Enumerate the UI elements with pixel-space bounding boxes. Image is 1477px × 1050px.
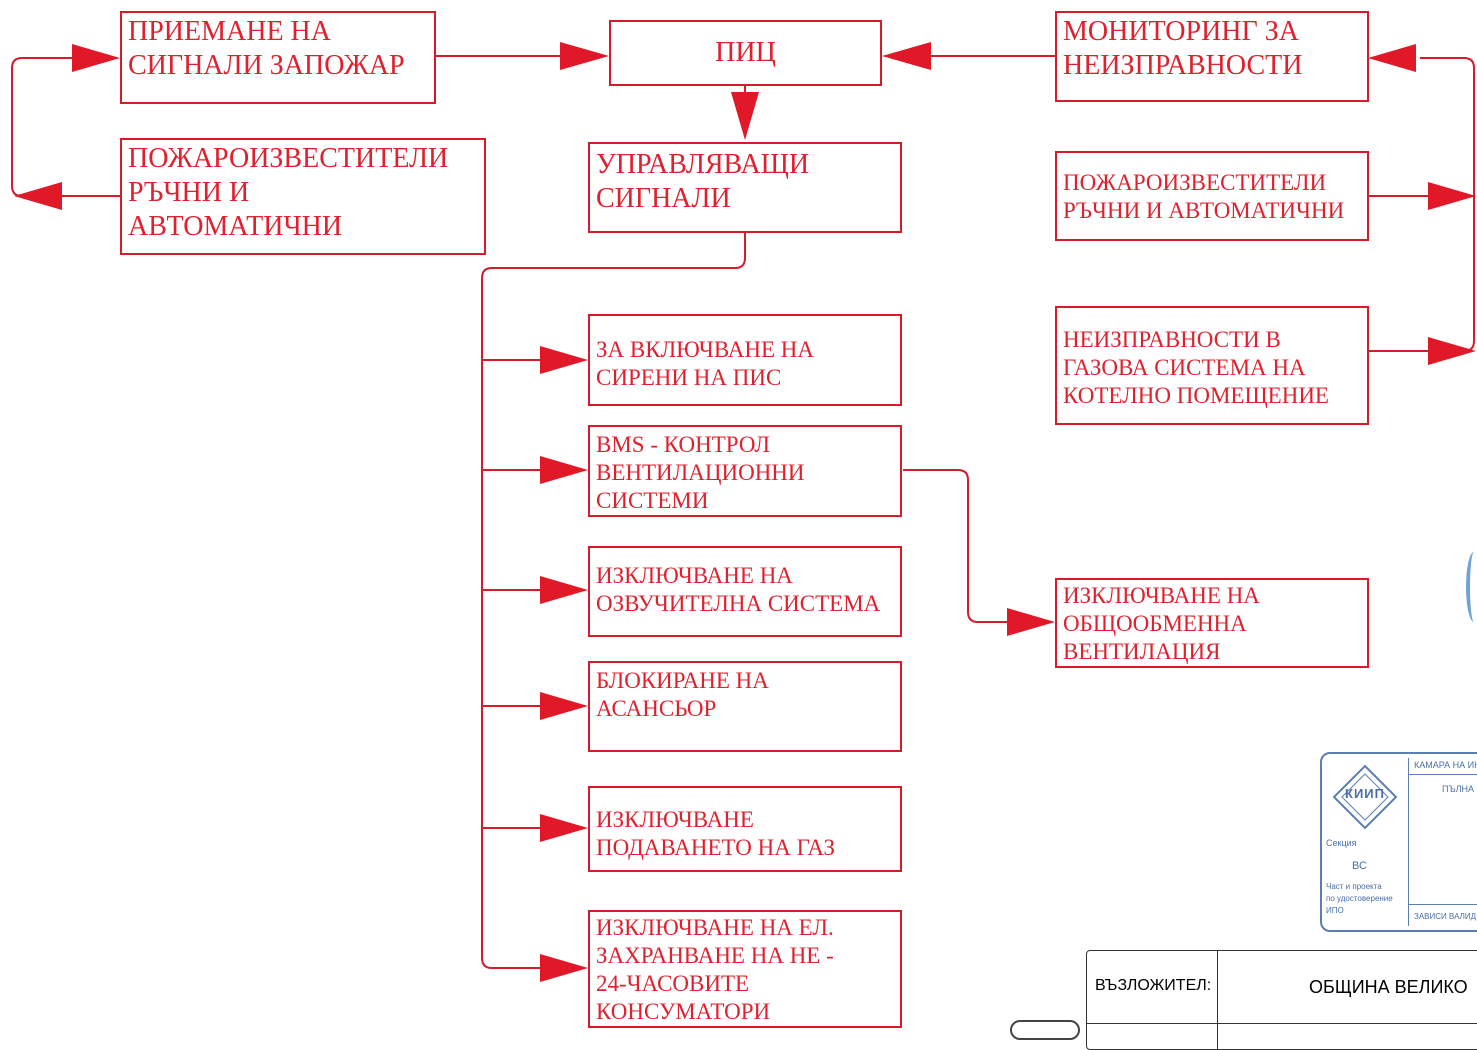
stamp-oval	[1010, 1020, 1080, 1040]
stamp-logo-text: КИИП	[1345, 786, 1385, 801]
title-block-divider	[1087, 1023, 1477, 1024]
detectors-left-box: ПОЖАРОИЗВЕСТИТЕЛИ РЪЧНИ И АВТОМАТИЧНИ	[120, 138, 486, 255]
client-label: ВЪЗЛОЖИТЕЛ:	[1095, 977, 1212, 994]
box-line: КОТЕЛНО ПОМЕЩЕНИЕ	[1063, 383, 1329, 408]
stamp-divider	[1408, 758, 1409, 926]
box-line: АСАНСЬОР	[596, 696, 717, 721]
box-line: РЪЧНИ И АВТОМАТИЧНИ	[1063, 198, 1345, 223]
client-value: ОБЩИНА ВЕЛИКО	[1309, 977, 1468, 997]
audio-system-off-box: ИЗКЛЮЧВАНЕ НА ОЗВУЧИТЕЛНА СИСТЕМА	[588, 546, 902, 637]
box-line: РЪЧНИ И	[128, 177, 250, 208]
fault-monitoring-box: МОНИТОРИНГ ЗА НЕИЗПРАВНОСТИ	[1055, 11, 1369, 102]
title-block-divider	[1217, 951, 1218, 1049]
box-line: ИЗКЛЮЧВАНЕ НА	[596, 563, 793, 588]
box-line: ОБЩООБМЕННА	[1063, 611, 1247, 636]
stamp-part-label: по удостоверение	[1326, 894, 1393, 903]
box-line: ГАЗОВА СИСТЕМА НА	[1063, 355, 1306, 380]
box-line: СИГНАЛИ	[596, 183, 731, 214]
box-line: НЕИЗПРАВНОСТИ В	[1063, 327, 1281, 352]
box-line: УПРАВЛЯВАЩИ	[596, 149, 810, 180]
box-line: АВТОМАТИЧНИ	[128, 211, 343, 242]
box-line: ИЗКЛЮЧВАНЕ	[596, 807, 754, 832]
stamp-subheader: ПЪЛНА	[1442, 784, 1475, 794]
title-block: ВЪЗЛОЖИТЕЛ: ОБЩИНА ВЕЛИКО	[1086, 950, 1477, 1050]
box-line: ПИЦ	[715, 37, 776, 68]
detectors-right-box: ПОЖАРОИЗВЕСТИТЕЛИ РЪЧНИ И АВТОМАТИЧНИ	[1055, 151, 1369, 241]
box-line: СИРЕНИ НА ПИС	[596, 365, 782, 390]
box-line: ПОЖАРОИЗВЕСТИТЕЛИ	[1063, 170, 1327, 195]
box-line: СИГНАЛИ ЗАПОЖАР	[128, 50, 405, 81]
box-line: ВЕНТИЛАЦИОННИ	[596, 460, 805, 485]
sirens-box: ЗА ВКЛЮЧВАНЕ НА СИРЕНИ НА ПИС	[588, 314, 902, 406]
box-line: ИЗКЛЮЧВАНЕ НА ЕЛ.	[596, 915, 834, 940]
box-line: НЕИЗПРАВНОСТИ	[1063, 50, 1303, 81]
engineer-stamp: КИИП КАМАРА НА ИНЖ ПЪЛНА Секция ВС Част …	[1320, 752, 1477, 932]
box-line: КОНСУМАТОРИ	[596, 999, 771, 1024]
bms-control-box: BMS - КОНТРОЛ ВЕНТИЛАЦИОННИ СИСТЕМИ	[588, 425, 902, 517]
box-line: СИСТЕМИ	[596, 488, 709, 513]
stamp-section-label: Секция	[1326, 838, 1357, 848]
stamp-divider	[1408, 904, 1477, 905]
box-line: 24-ЧАСОВИТЕ	[596, 971, 750, 996]
box-line: ИЗКЛЮЧВАНЕ НА	[1063, 583, 1260, 608]
stamp-section-value: ВС	[1352, 860, 1367, 872]
stamp-part-label: ИПО	[1326, 906, 1344, 915]
stamp-part-label: Част и проекта	[1326, 882, 1382, 891]
connector-lines	[11, 42, 1476, 982]
gas-system-faults-box: НЕИЗПРАВНОСТИ В ГАЗОВА СИСТЕМА НА КОТЕЛН…	[1055, 306, 1369, 425]
ventilation-off-box: ИЗКЛЮЧВАНЕ НА ОБЩООБМЕННА ВЕНТИЛАЦИЯ	[1055, 578, 1369, 668]
box-line: ВЕНТИЛАЦИЯ	[1063, 639, 1221, 664]
box-line: ОЗВУЧИТЕЛНА СИСТЕМА	[596, 591, 881, 616]
elevator-block-box: БЛОКИРАНЕ НА АСАНСЬОР	[588, 661, 902, 752]
seal-fragment	[1466, 552, 1477, 622]
box-line: ЗАХРАНВАНЕ НА НЕ -	[596, 943, 834, 968]
box-line: ПОДАВАНЕТО НА ГАЗ	[596, 835, 835, 860]
gas-supply-off-box: ИЗКЛЮЧВАНЕ ПОДАВАНЕТО НА ГАЗ	[588, 786, 902, 872]
power-off-box: ИЗКЛЮЧВАНЕ НА ЕЛ. ЗАХРАНВАНЕ НА НЕ - 24-…	[588, 910, 902, 1028]
box-line: ПОЖАРОИЗВЕСТИТЕЛИ	[128, 143, 449, 174]
kiip-logo-icon	[1332, 764, 1398, 830]
stamp-divider	[1408, 774, 1477, 775]
stamp-header: КАМАРА НА ИНЖ	[1414, 760, 1477, 770]
pic-box: ПИЦ	[609, 20, 882, 86]
box-line: ПРИЕМАНЕ НА	[128, 16, 331, 47]
receive-fire-signals-box: ПРИЕМАНЕ НА СИГНАЛИ ЗАПОЖАР	[120, 11, 436, 104]
stamp-footer: ЗАВИСИ ВАЛИД	[1414, 912, 1477, 921]
box-line: МОНИТОРИНГ ЗА	[1063, 16, 1299, 47]
control-signals-box: УПРАВЛЯВАЩИ СИГНАЛИ	[588, 142, 902, 233]
box-line: ЗА ВКЛЮЧВАНЕ НА	[596, 337, 815, 362]
box-line: BMS - КОНТРОЛ	[596, 432, 770, 457]
box-line: БЛОКИРАНЕ НА	[596, 668, 769, 693]
